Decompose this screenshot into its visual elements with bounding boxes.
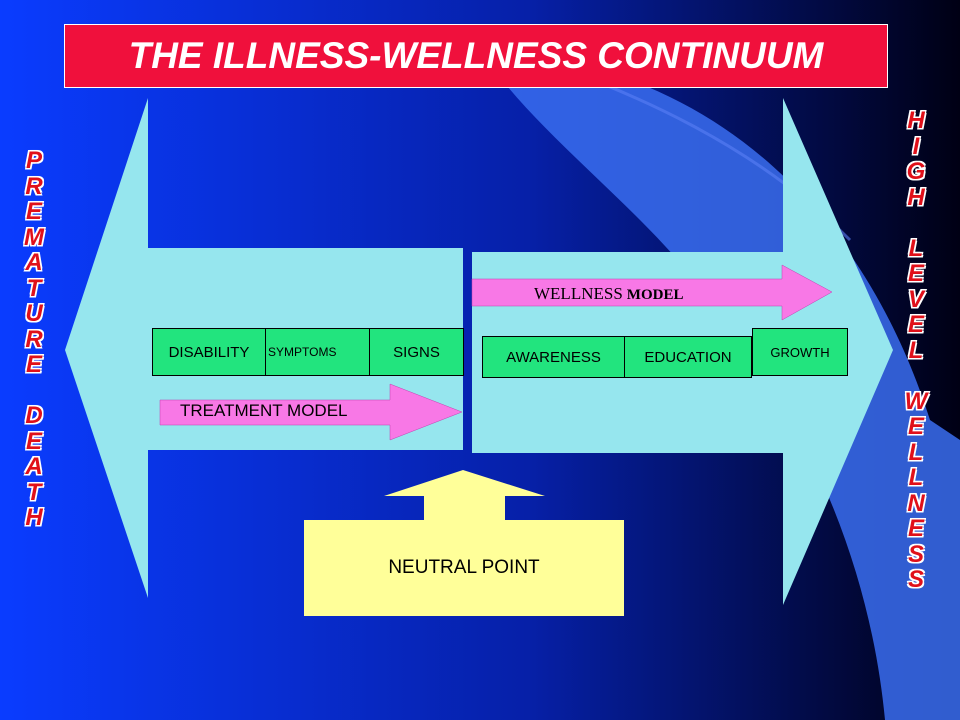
high-level-wellness-letter: L	[908, 438, 924, 466]
premature-death-letter: H	[25, 504, 43, 531]
premature-death-letter: A	[25, 249, 43, 276]
wellness-model-word2: MODEL	[626, 287, 684, 303]
high-level-wellness-letter: L	[908, 464, 924, 491]
premature-death-letter: T	[26, 478, 42, 506]
high-level-wellness-letter: E	[907, 515, 924, 542]
premature-death-letter: A	[25, 453, 43, 480]
stage-growth: GROWTH	[752, 328, 848, 376]
treatment-model-label: TREATMENT MODEL	[180, 401, 348, 420]
high-level-wellness-letter: E	[907, 413, 924, 440]
premature-death-letter: E	[25, 198, 42, 225]
slide-title: THE ILLNESS-WELLNESS CONTINUUM	[128, 35, 824, 76]
high-level-wellness-letter: E	[907, 260, 924, 287]
high-level-wellness-letter: S	[907, 566, 924, 593]
high-level-wellness-letter: E	[907, 311, 924, 338]
high-level-wellness-letter: W	[904, 387, 928, 415]
stage-education: EDUCATION	[624, 336, 752, 378]
stage-symptoms: SYMPTOMS	[265, 328, 370, 376]
neutral-arrow-head	[384, 470, 545, 520]
title-banner: THE ILLNESS-WELLNESS CONTINUUM	[64, 24, 888, 88]
premature-death-letter: U	[25, 300, 43, 327]
treatment-model-arrow	[159, 383, 463, 441]
high-level-wellness-letter: S	[907, 540, 924, 568]
high-level-wellness-letter: H	[907, 183, 925, 211]
neutral-point-box	[304, 520, 624, 616]
high-level-wellness-letter: H	[907, 107, 925, 134]
wellness-model-arrow	[471, 264, 833, 321]
high-level-wellness-letter: V	[907, 285, 924, 313]
premature-death-letter: R	[25, 325, 43, 353]
wellness-model-word1: WELLNESS	[534, 284, 623, 303]
premature-death-letter: R	[25, 172, 43, 200]
premature-death-letter: D	[25, 402, 43, 429]
stage-disability: DISABILITY	[152, 328, 266, 376]
neutral-point-label: NEUTRAL POINT	[388, 557, 540, 578]
high-level-wellness-letter: N	[907, 489, 925, 517]
stage-signs: SIGNS	[369, 328, 464, 376]
wellness-model-label: WELLNESS MODEL	[534, 284, 683, 304]
stage-awareness: AWARENESS	[482, 336, 625, 378]
premature-death-letter: P	[25, 147, 42, 174]
premature-death-letter: E	[25, 351, 42, 378]
high-level-wellness-letter: G	[906, 158, 926, 185]
high-level-wellness-letter: L	[908, 234, 924, 262]
high-level-wellness-letter: I	[912, 132, 920, 160]
premature-death-letter: E	[25, 427, 42, 455]
premature-death-letter: M	[24, 223, 44, 251]
high-level-wellness-letter: L	[908, 336, 924, 364]
premature-death-letter: T	[26, 274, 42, 302]
